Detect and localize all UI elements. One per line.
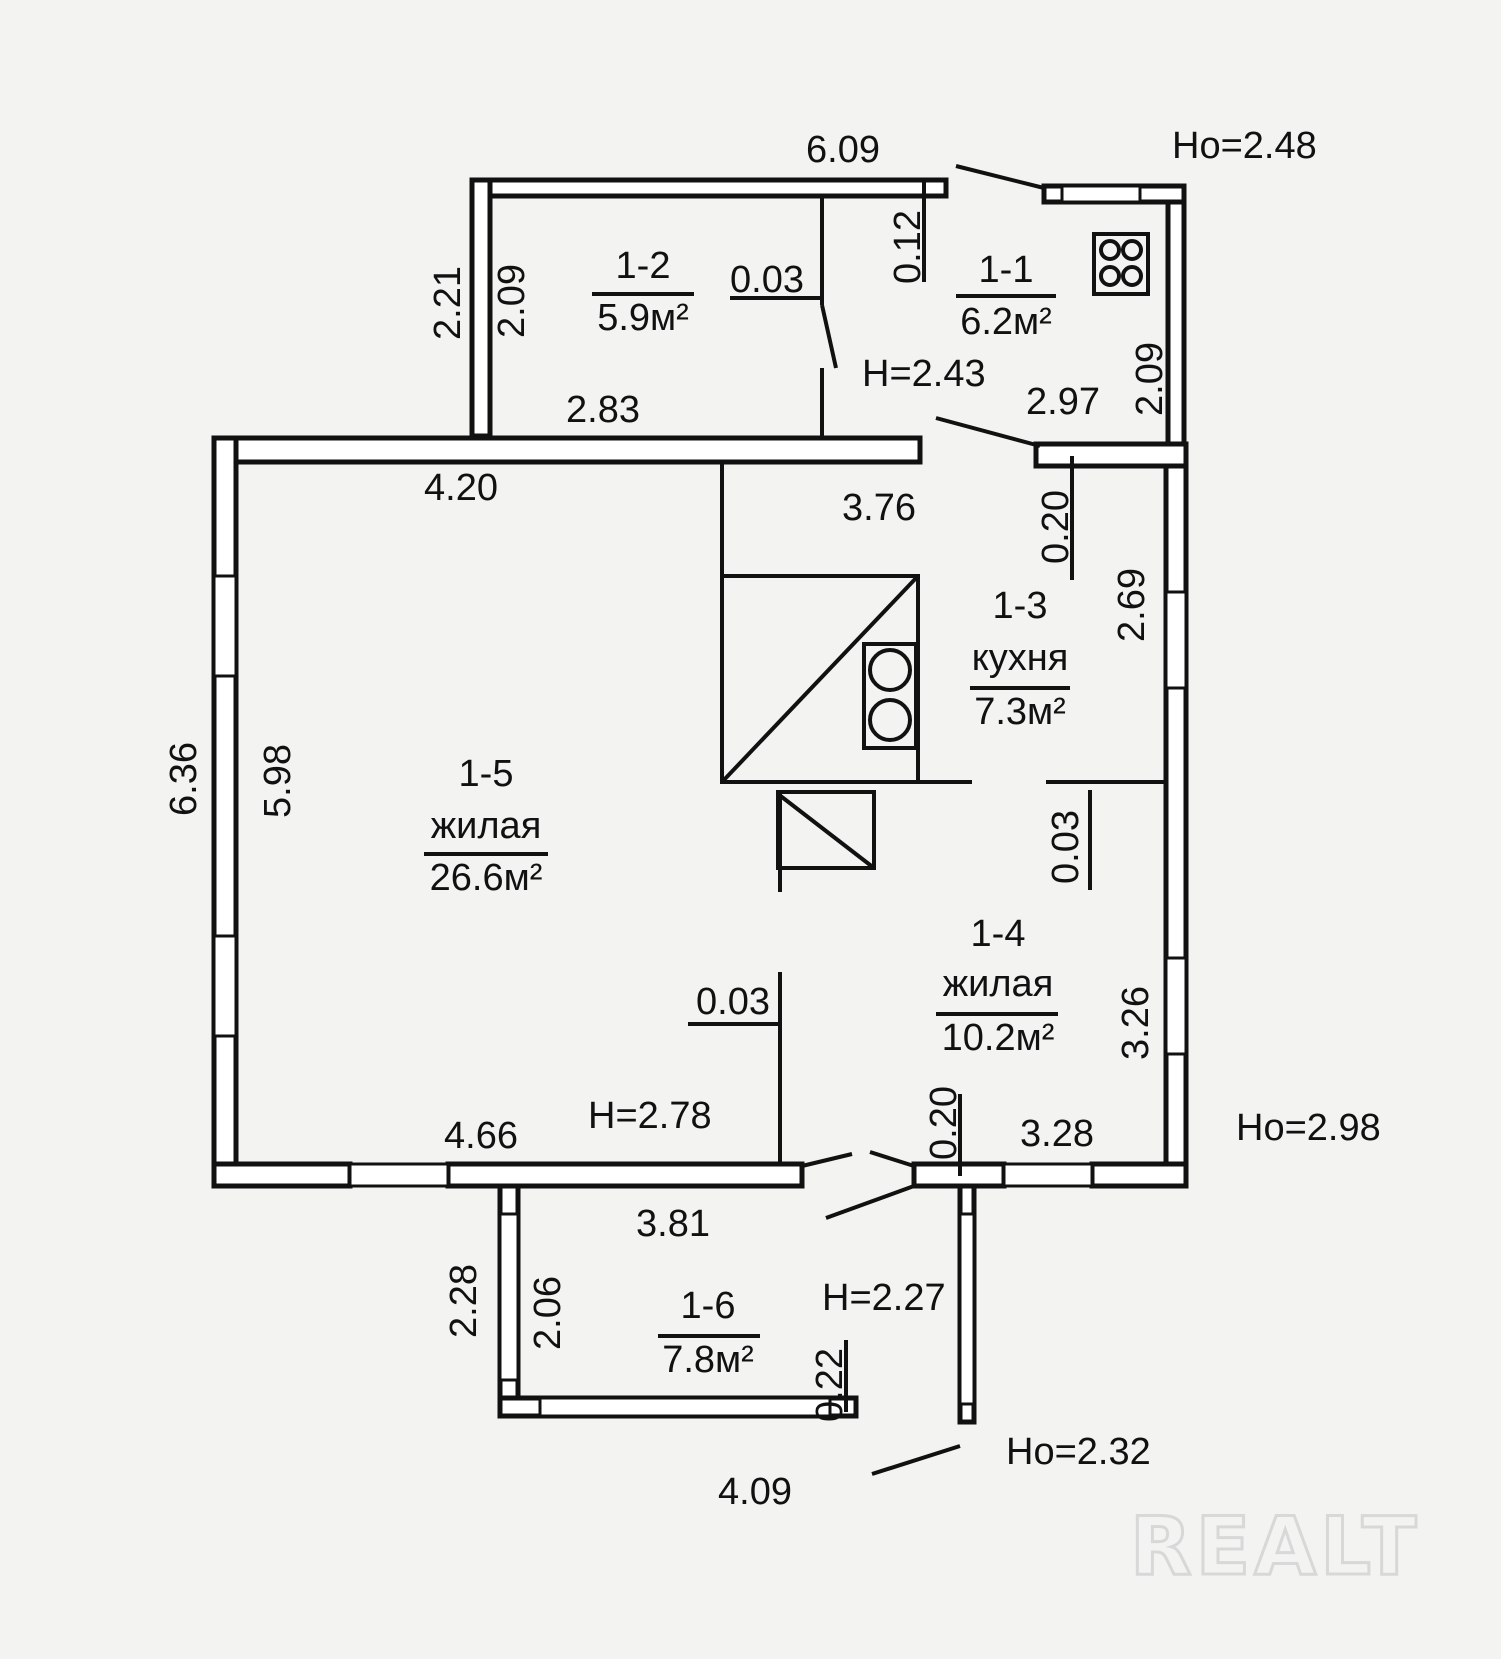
window-16-bottom [538,1396,832,1418]
height-labels: H=2.43 H=2.78 H=2.27 Ho=2.48 Ho=2.98 Ho=… [588,125,1381,1473]
door-11-entry [955,164,1045,190]
window-15-bottom [348,1162,450,1188]
door-11-13 [935,416,1041,448]
height-h-227: H=2.27 [822,1277,946,1319]
burner-13-a [868,648,912,692]
dim-022: 0.22 [809,1348,851,1422]
room-1-4-id: 1-4 [971,913,1026,955]
room-1-3-area: 7.3м² [974,691,1066,733]
wall-right-main [1163,447,1189,1187]
stove-diagonal [720,574,920,784]
dim-020a: 0.20 [1035,490,1077,564]
window-16-left [498,1212,520,1382]
dim-420: 4.20 [424,467,498,509]
wall-bottom-right [1089,1161,1189,1189]
room-1-1-area: 6.2м² [960,301,1052,343]
door-veranda-out [871,1444,961,1476]
room-1-2-id: 1-2 [616,245,671,287]
dim-297: 2.97 [1026,381,1100,423]
burner-13-b [868,698,912,742]
dim-466: 4.66 [444,1115,518,1157]
dim-269: 2.69 [1111,568,1153,642]
door-main-1 [801,1152,853,1168]
door-main-2 [869,1150,915,1168]
room-labels: 1-2 5.9м² 1-1 6.2м² 1-3 кухня 7.3м² 1-5 … [430,245,1069,1381]
height-h-278: H=2.78 [588,1095,712,1137]
door-veranda [825,1184,915,1220]
dim-381: 3.81 [636,1203,710,1245]
dim-003b: 0.03 [696,981,770,1023]
wall-bottom-left [211,1161,353,1189]
room-1-5-id: 1-5 [459,753,514,795]
room-1-1-id: 1-1 [979,249,1034,291]
dim-409: 4.09 [718,1471,792,1513]
wall-left-main [211,435,239,1189]
room-1-5-name: жилая [431,805,542,847]
wall-top-main [211,435,923,465]
windows [212,184,1188,1418]
burner-11-a [1099,239,1121,261]
door-12 [820,304,838,369]
room-1-6-id: 1-6 [681,1285,736,1327]
room-1-5-area: 26.6м² [430,857,543,899]
window-14-bottom [1002,1162,1094,1188]
dim-209b: 2.09 [1129,342,1171,416]
dim-206: 2.06 [527,1276,569,1350]
dim-636: 6.36 [163,742,205,816]
burner-11-b [1121,239,1143,261]
dim-283: 2.83 [566,389,640,431]
room-1-4-name: жилая [943,963,1054,1005]
dim-020b: 0.20 [923,1086,965,1160]
window-16-right [958,1212,976,1406]
height-ho-298: Ho=2.98 [1236,1107,1381,1149]
room-1-3-id: 1-3 [993,585,1048,627]
dim-209a: 2.09 [491,264,533,338]
dim-012: 0.12 [887,210,929,284]
height-ho-232: Ho=2.32 [1006,1431,1151,1473]
chimney-diagonal [776,792,876,870]
window-15-left-1 [212,574,238,678]
window-14-right [1164,956,1188,1056]
dim-326: 3.26 [1115,986,1157,1060]
burner-11-c [1099,265,1121,287]
realt-watermark: REALT [1130,1500,1420,1593]
dimension-labels: 6.09 0.03 2.83 2.97 4.20 3.76 0.03 4.66 … [163,129,1171,1513]
room-1-2-area: 5.9м² [597,297,689,339]
window-13-right [1164,590,1188,690]
dim-228: 2.28 [443,1264,485,1338]
dim-376: 3.76 [842,487,916,529]
burner-11-d [1121,265,1143,287]
cooktop-13 [862,642,918,750]
cooktop-11 [1092,232,1150,296]
wall-top-12 [469,177,949,199]
room-1-3-name: кухня [972,637,1069,679]
dim-609: 6.09 [806,129,880,171]
dim-598: 5.98 [257,744,299,818]
chimney-box [776,790,876,870]
wall-bottom-mid [445,1161,805,1189]
dim-328: 3.28 [1020,1113,1094,1155]
room-1-4-area: 10.2м² [942,1017,1055,1059]
dim-221: 2.21 [427,266,469,340]
height-ho-248: Ho=2.48 [1172,125,1317,167]
doors [801,164,1045,1476]
window-11 [1060,184,1142,204]
wall-left-12 [469,177,493,439]
dim-003a: 0.03 [730,259,804,301]
room-1-6-area: 7.8м² [662,1339,754,1381]
appliances [720,232,1150,870]
dim-003c: 0.03 [1045,810,1087,884]
window-15-left-2 [212,934,238,1038]
wall-top-13 [1033,441,1189,469]
height-h-243: H=2.43 [862,353,986,395]
leaders [424,182,1092,1412]
